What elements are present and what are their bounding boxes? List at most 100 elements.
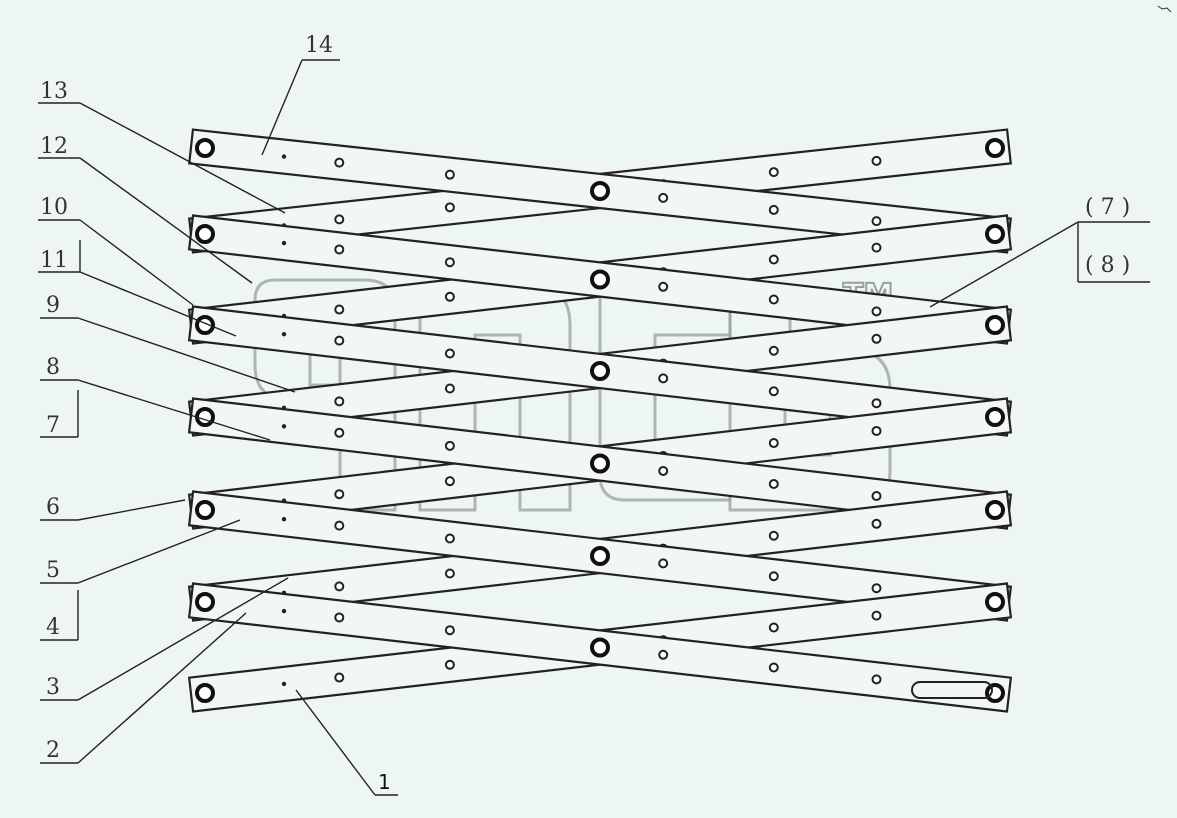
label-part-7-ref: ( 7 ) — [1085, 195, 1130, 220]
arm-hole — [658, 373, 669, 384]
label-part-8: 8 — [46, 355, 60, 380]
label-part-9: 9 — [46, 293, 60, 318]
arm-hole — [444, 202, 455, 213]
arm-hole — [334, 396, 345, 407]
label-part-11: 11 — [40, 248, 68, 273]
end-pivot-left-2 — [195, 224, 215, 244]
center-pivot-1 — [590, 181, 610, 201]
arm-hole — [871, 242, 882, 253]
end-pivot-right-5 — [985, 500, 1005, 520]
end-pivot-left-7 — [195, 683, 215, 703]
arm-hole — [334, 489, 345, 500]
arm-hole — [444, 568, 455, 579]
arm-hole — [444, 291, 455, 302]
end-pivot-right-1 — [985, 138, 1005, 158]
arm-hole — [334, 520, 345, 531]
arm-hole — [658, 192, 669, 203]
arm-hole — [658, 649, 669, 660]
arm-hole — [444, 169, 455, 180]
slider-slot — [911, 681, 993, 699]
label-part-1: 1 — [378, 770, 391, 794]
arm-hole — [768, 204, 779, 215]
arm-hole — [871, 155, 882, 166]
arm-hole — [768, 254, 779, 265]
end-pivot-right-6 — [985, 592, 1005, 612]
arm-hole — [334, 304, 345, 315]
arm-reference-dot — [281, 332, 287, 337]
arm-hole — [444, 625, 455, 636]
arm-hole — [444, 659, 455, 670]
arm-hole — [334, 335, 345, 346]
arm-reference-dot — [281, 608, 287, 614]
arm-hole — [444, 533, 455, 544]
center-pivot-3 — [590, 361, 610, 381]
arm-hole — [768, 294, 779, 305]
arm-hole — [871, 398, 882, 409]
arm-hole — [444, 476, 455, 487]
arm-hole — [334, 214, 345, 225]
center-pivot-6 — [590, 637, 610, 658]
end-pivot-left-5 — [195, 500, 215, 520]
arm-hole — [334, 157, 345, 168]
label-part-6: 6 — [46, 495, 60, 520]
arm-hole — [334, 427, 345, 438]
leader-lines — [38, 59, 1150, 796]
end-pivot-right-7 — [985, 683, 1005, 703]
center-pivot-2 — [590, 269, 610, 290]
center-pivot-5 — [590, 546, 610, 566]
pivot-points — [195, 138, 1005, 703]
arm-hole — [444, 440, 455, 451]
arm-reference-dot — [281, 424, 287, 429]
arm-hole — [444, 383, 455, 394]
end-pivot-right-3 — [985, 315, 1005, 335]
arm-hole — [871, 610, 882, 621]
arm-hole — [658, 281, 669, 292]
arm-reference-dot — [281, 240, 287, 246]
label-part-5: 5 — [46, 558, 60, 583]
arm-hole — [768, 345, 779, 356]
label-part-14: 14 — [305, 33, 333, 58]
arm-hole — [768, 386, 779, 397]
end-pivot-right-2 — [985, 224, 1005, 244]
arm-hole — [871, 518, 882, 529]
arm-hole — [871, 425, 882, 436]
arm-hole — [334, 244, 345, 255]
arm-hole — [444, 348, 455, 359]
label-part-4: 4 — [46, 615, 60, 640]
arm-reference-dot — [281, 154, 287, 159]
end-pivot-left-1 — [195, 138, 215, 158]
arm-hole — [871, 491, 882, 502]
arm-hole — [658, 558, 669, 569]
label-part-8-ref: ( 8 ) — [1085, 253, 1130, 278]
arm-hole — [871, 333, 882, 344]
arm-hole — [768, 438, 779, 449]
label-part-12: 12 — [40, 134, 68, 159]
arm-hole — [768, 478, 779, 489]
end-pivot-left-6 — [195, 592, 215, 612]
arm-hole — [871, 674, 882, 685]
arm-hole — [334, 672, 345, 683]
arm-hole — [768, 662, 779, 673]
label-part-7: 7 — [46, 413, 60, 438]
end-pivot-left-4 — [195, 407, 215, 427]
arm-hole — [444, 257, 455, 268]
arm-hole — [871, 306, 882, 317]
arm-hole — [334, 612, 345, 623]
arm-hole — [334, 581, 345, 592]
arm-hole — [871, 216, 882, 227]
arm-hole — [871, 583, 882, 594]
arm-hole — [768, 622, 779, 633]
arm-reference-dot — [281, 517, 287, 522]
label-part-13: 13 — [40, 79, 68, 104]
arm-hole — [768, 571, 779, 582]
label-part-10: 10 — [40, 195, 68, 220]
arm-hole — [768, 167, 779, 178]
end-pivot-right-4 — [985, 407, 1005, 427]
label-part-2: 2 — [46, 738, 60, 763]
center-pivot-4 — [590, 453, 610, 474]
arm-reference-dot — [281, 681, 287, 687]
label-part-3: 3 — [46, 675, 60, 700]
arm-hole — [658, 465, 669, 476]
